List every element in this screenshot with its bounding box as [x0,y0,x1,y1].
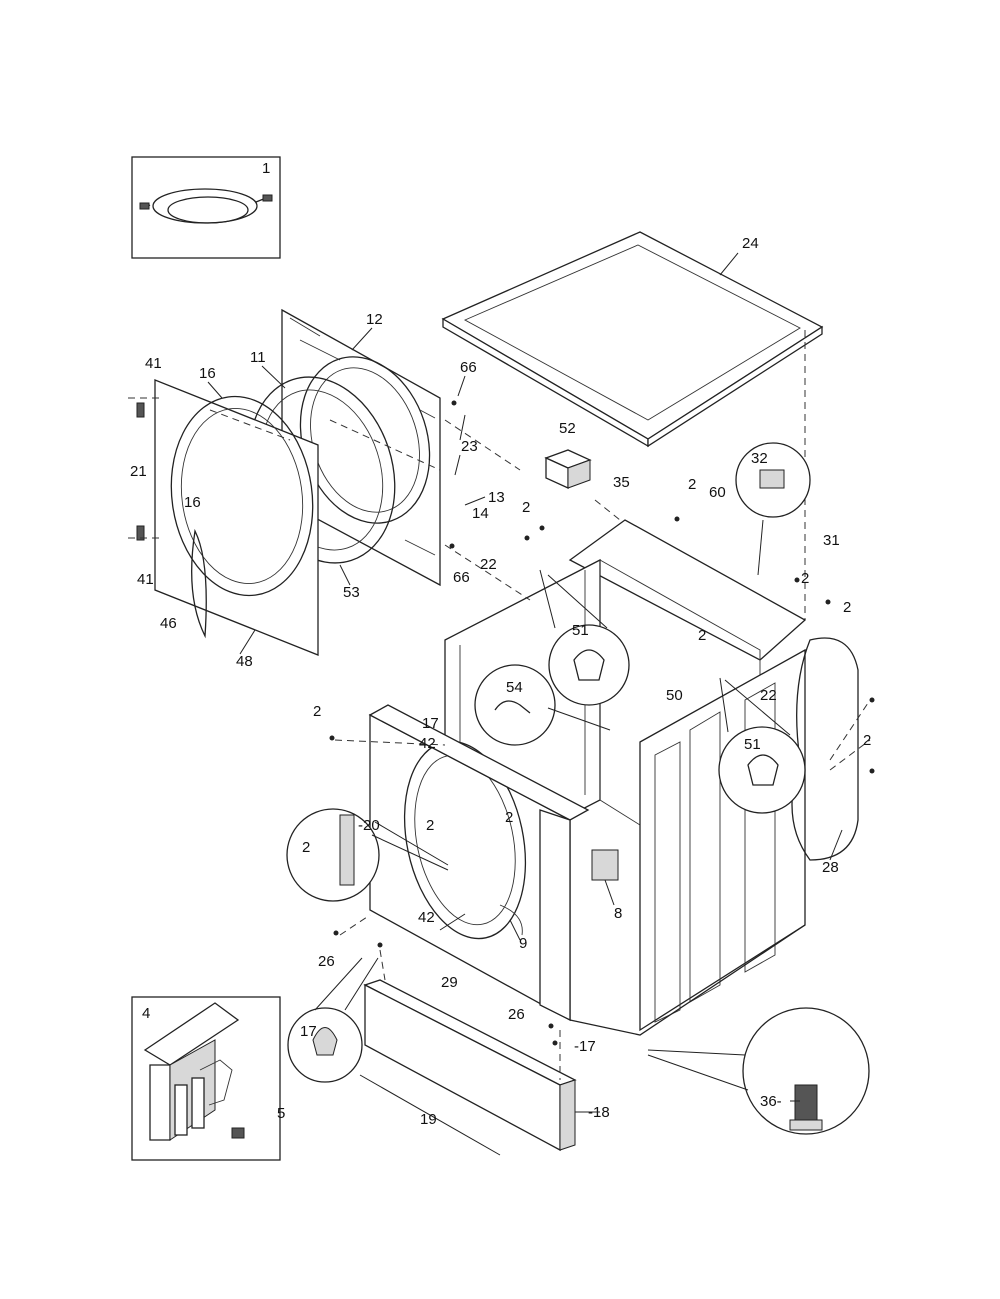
callout-41-top: 41 [145,355,162,372]
callout-2-i: 2 [505,809,513,826]
assembly-lines [128,397,871,1080]
callout-1: 1 [262,160,270,177]
callout-66-bottom: 66 [453,569,470,586]
callout-13: 13 [488,489,505,506]
callout-51-upper: 51 [572,622,589,639]
dispenser-box [544,449,592,490]
callout-2-f: 2 [313,703,321,720]
callout-48: 48 [236,653,253,670]
callout-16-top: 16 [199,365,216,382]
callout-46: 46 [160,615,177,632]
callout-26-left: 26 [318,953,335,970]
callout-52: 52 [559,420,576,437]
callout-leaders [207,252,843,1113]
callout-22-right: 22 [760,687,777,704]
callout-2-c: 2 [801,570,809,587]
inset-hose-box [131,156,281,259]
callout-2-a: 2 [522,499,530,516]
callout-17-lower: -17 [574,1038,596,1055]
callout-2-h: 2 [426,817,434,834]
detail-circle-36 [742,1007,870,1135]
detail-circle-54 [474,664,556,746]
callout-19: 19 [420,1111,437,1128]
callout-32: 32 [751,450,768,467]
callout-54: 54 [506,679,523,696]
callout-22-left: 22 [480,556,497,573]
kickplate [359,979,577,1156]
callout-17-detail: 17 [300,1023,317,1040]
callout-2-j: 2 [302,839,310,856]
callout-26-right: 26 [508,1006,525,1023]
callout-2-e: 2 [698,627,706,644]
callout-23: 23 [461,438,478,455]
callout-12: 12 [366,311,383,328]
callout-66-top: 66 [460,359,477,376]
callout-17-upper: 17 [422,715,439,732]
callout-20: -20 [358,817,380,834]
callout-21: 21 [130,463,147,480]
callout-41-bottom: 41 [137,571,154,588]
callout-9: 9 [519,935,527,952]
fasteners [329,400,875,1046]
top-cover [441,231,824,620]
callout-labels: 1 24 12 11 16 41 66 23 13 14 21 16 41 53… [130,160,871,1128]
callout-14: 14 [472,505,489,522]
callout-60: 60 [709,484,726,501]
callout-51-lower: 51 [744,736,761,753]
callout-24: 24 [742,235,759,252]
callout-42-upper: 42 [419,735,436,752]
detail-circle-51b [718,726,806,814]
detail-circle-51a [548,624,630,706]
callout-36: 36- [760,1093,782,1110]
callout-29: 29 [441,974,458,991]
inset-control-board-box [131,996,281,1161]
callout-16-mid: 16 [184,494,201,511]
callout-5: 5 [277,1105,285,1122]
callout-35: 35 [613,474,630,491]
callout-42-lower: 42 [418,909,435,926]
detail-circles [286,442,870,1135]
front-panel [136,379,319,656]
callout-53: 53 [343,584,360,601]
callout-2-b: 2 [688,476,696,493]
callout-28: 28 [822,859,839,876]
callout-50: 50 [666,687,683,704]
callout-31: 31 [823,532,840,549]
callout-11: 11 [250,349,266,366]
callout-4: 4 [142,1005,150,1022]
detail-circle-20 [286,808,380,902]
callout-8: 8 [614,905,622,922]
callout-2-g: 2 [863,732,871,749]
callout-2-d: 2 [843,599,851,616]
